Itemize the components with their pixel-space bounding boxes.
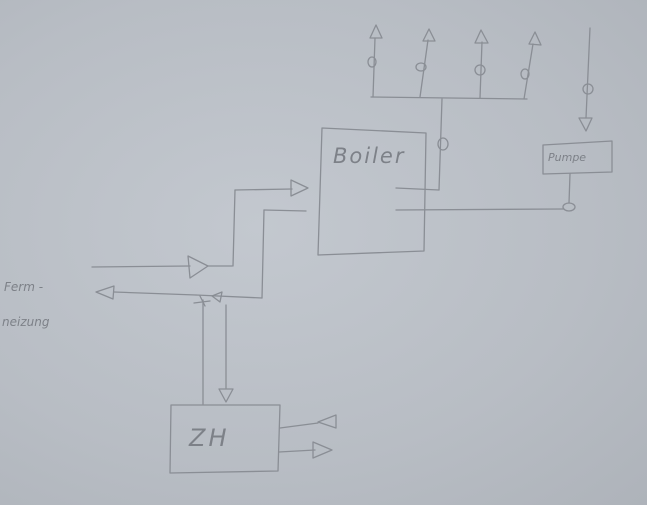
tap-4-valve [520, 68, 530, 80]
boiler-return-b [263, 209, 307, 212]
hot-water-riser [395, 98, 449, 191]
district-heating-connection: Ferm - neizung [2, 255, 263, 329]
junction-mark [193, 295, 211, 307]
fernheizung-label-1: Ferm - [4, 280, 43, 294]
pump-box [542, 140, 613, 175]
pump-supply-valve [582, 83, 594, 95]
riser-pipe [438, 98, 443, 191]
riser-valve [437, 137, 449, 151]
zh-box [169, 404, 281, 474]
supply-in-arrow-icon [187, 255, 209, 279]
zh-label: ZH [188, 424, 230, 452]
tap-4-arrow-icon [528, 31, 542, 46]
central-heating: ZH [169, 299, 337, 474]
supply-to-boiler-c [234, 188, 293, 191]
return-out-arrow-icon [95, 285, 115, 300]
tap-2-valve [415, 62, 427, 72]
zh-down-arrow-icon [218, 388, 234, 403]
supply-to-boiler-b [232, 189, 236, 267]
tap-3-valve [474, 64, 486, 76]
tap-1-valve [367, 56, 377, 68]
supply-in-line [91, 265, 191, 268]
junction-arrow-icon [211, 291, 223, 303]
boiler: Boiler [317, 127, 427, 256]
pump-outlet-pipe [568, 173, 571, 204]
fernheizung-label-2: neizung [2, 315, 50, 329]
riser-inlet [395, 187, 440, 191]
tap-3-arrow-icon [474, 29, 489, 44]
tap-3-pipe [479, 41, 483, 99]
pump-outlet-valve [562, 202, 576, 212]
tap-2-pipe [419, 39, 429, 98]
tap-manifold [367, 24, 542, 100]
pump-label: Pumpe [548, 151, 586, 164]
zh-outlet-2 [278, 449, 316, 453]
supply-to-boiler-arrow-icon [290, 179, 309, 197]
boiler-label: Boiler [333, 144, 405, 168]
return-out-line [113, 291, 197, 296]
zh-outlet-1 [279, 422, 319, 429]
cold-water-line [395, 208, 564, 211]
zh-outlet-2-arrow-icon [312, 441, 333, 459]
tap-1-arrow-icon [369, 24, 383, 39]
pump: Pumpe [395, 27, 613, 212]
pump-supply-pipe [585, 27, 591, 119]
pump-down-arrow-icon [578, 117, 593, 132]
manifold-line [370, 96, 528, 100]
boiler-supply [207, 179, 309, 299]
tap-1-pipe [372, 37, 376, 98]
return-header [195, 294, 263, 299]
tap-2-arrow-icon [422, 28, 436, 42]
boiler-return-a [261, 209, 265, 299]
zh-outlet-1-arrow-icon [317, 414, 337, 429]
boiler-box [317, 127, 427, 256]
